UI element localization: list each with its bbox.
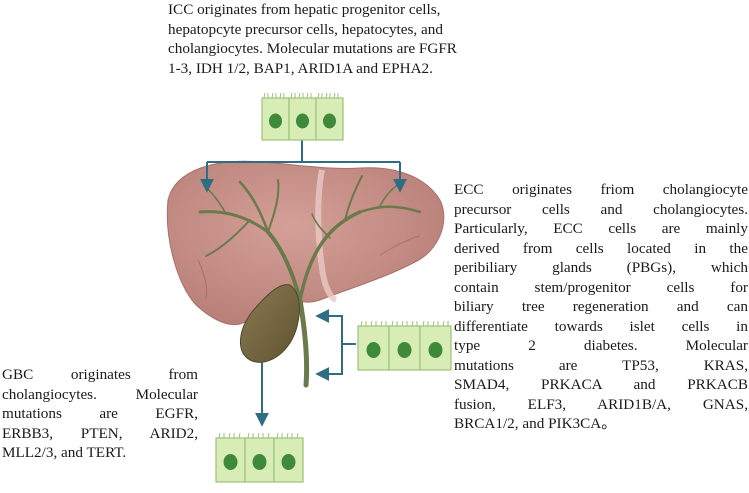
left-duct-branch <box>267 179 280 233</box>
cilia <box>263 92 339 99</box>
cilia <box>360 320 449 327</box>
left-duct-branch <box>198 210 270 234</box>
icc-caption: ICC originates from hepatic progenitor c… <box>168 0 538 78</box>
ecc-line: derived from cells located in the <box>454 239 748 257</box>
icc-line: 1-3, IDH 1/2, BAP1, ARID1A and EPHA2. <box>168 59 433 77</box>
cell <box>288 97 317 141</box>
ecc-line: BRCA1/2, and PIK3CA。 <box>454 415 617 432</box>
common-bile-duct <box>297 297 310 388</box>
cell <box>357 325 390 371</box>
ecc-line: biliary tree regeneration and can <box>454 298 748 315</box>
gbc-line: cholangiocytes. Molecular <box>2 385 198 403</box>
right-duct-branch <box>358 205 422 214</box>
ecc-arrow-stem <box>315 309 356 345</box>
cilia <box>218 432 299 439</box>
cell <box>388 325 421 371</box>
icc-line: hepatopcyte precursor cells, hepatocytes… <box>168 20 443 38</box>
icc-line: cholangiocytes. Molecular mutations are … <box>168 40 457 57</box>
gbc-cell-cluster <box>215 432 304 483</box>
ecc-line: mutations are TP53, KRAS, <box>454 356 748 374</box>
icc-line: ICC originates from hepatic progenitor c… <box>168 1 441 18</box>
right-duct-branch <box>298 210 362 302</box>
gbc-line: GBC originates from <box>2 366 198 383</box>
ecc-line: precursor cells and cholangiocytes. <box>454 200 748 218</box>
gbc-line: ERBB3, PTEN, ARID2, <box>2 424 198 442</box>
cell <box>215 437 246 483</box>
gbc-line: MLL2/3, and TERT. <box>2 444 127 461</box>
ecc-line: contain stem/progenitor cells for <box>454 278 748 296</box>
liver-body <box>166 160 445 326</box>
right-duct-branch <box>311 213 331 239</box>
ecc-arrows <box>315 309 356 381</box>
ecc-line: SMAD4, PRKACA and PRKACB <box>454 376 748 393</box>
cell <box>315 97 344 141</box>
left-duct-branch <box>205 219 251 257</box>
ecc-line: Particularly, ECC cells are mainly <box>454 220 748 237</box>
right-duct-branch <box>344 175 363 221</box>
ecc-line: differentiate towards islet cells in <box>454 317 748 335</box>
liver-fissure <box>315 169 338 303</box>
gbc-line: mutations are EGFR, <box>2 405 198 422</box>
ecc-line: peribiliary glands (PBGs), which <box>454 259 748 276</box>
liver-crease <box>379 235 421 256</box>
cell <box>273 437 304 483</box>
gallbladder <box>240 284 300 363</box>
gbc-caption: GBC originates from cholangiocytes. Mole… <box>2 365 198 463</box>
cell <box>261 97 290 141</box>
ecc-line: fusion, ELF3, ARID1B/A, GNAS, <box>454 395 748 413</box>
ecc-caption: ECC originates friom cholangiocyte precu… <box>454 180 748 434</box>
cell <box>419 325 452 371</box>
ecc-line: type 2 diabetes. Molecular <box>454 337 748 354</box>
bile-ducts <box>198 175 422 388</box>
left-duct-branch <box>238 180 270 234</box>
icc-cell-cluster <box>261 92 344 141</box>
liver-crease <box>197 259 208 299</box>
ecc-cell-cluster <box>357 320 452 371</box>
liver <box>166 160 445 326</box>
ecc-arrow-lower <box>315 344 343 381</box>
cell <box>244 437 275 483</box>
ecc-line: ECC originates friom cholangiocyte <box>454 181 748 198</box>
icc-arrows <box>200 140 407 193</box>
